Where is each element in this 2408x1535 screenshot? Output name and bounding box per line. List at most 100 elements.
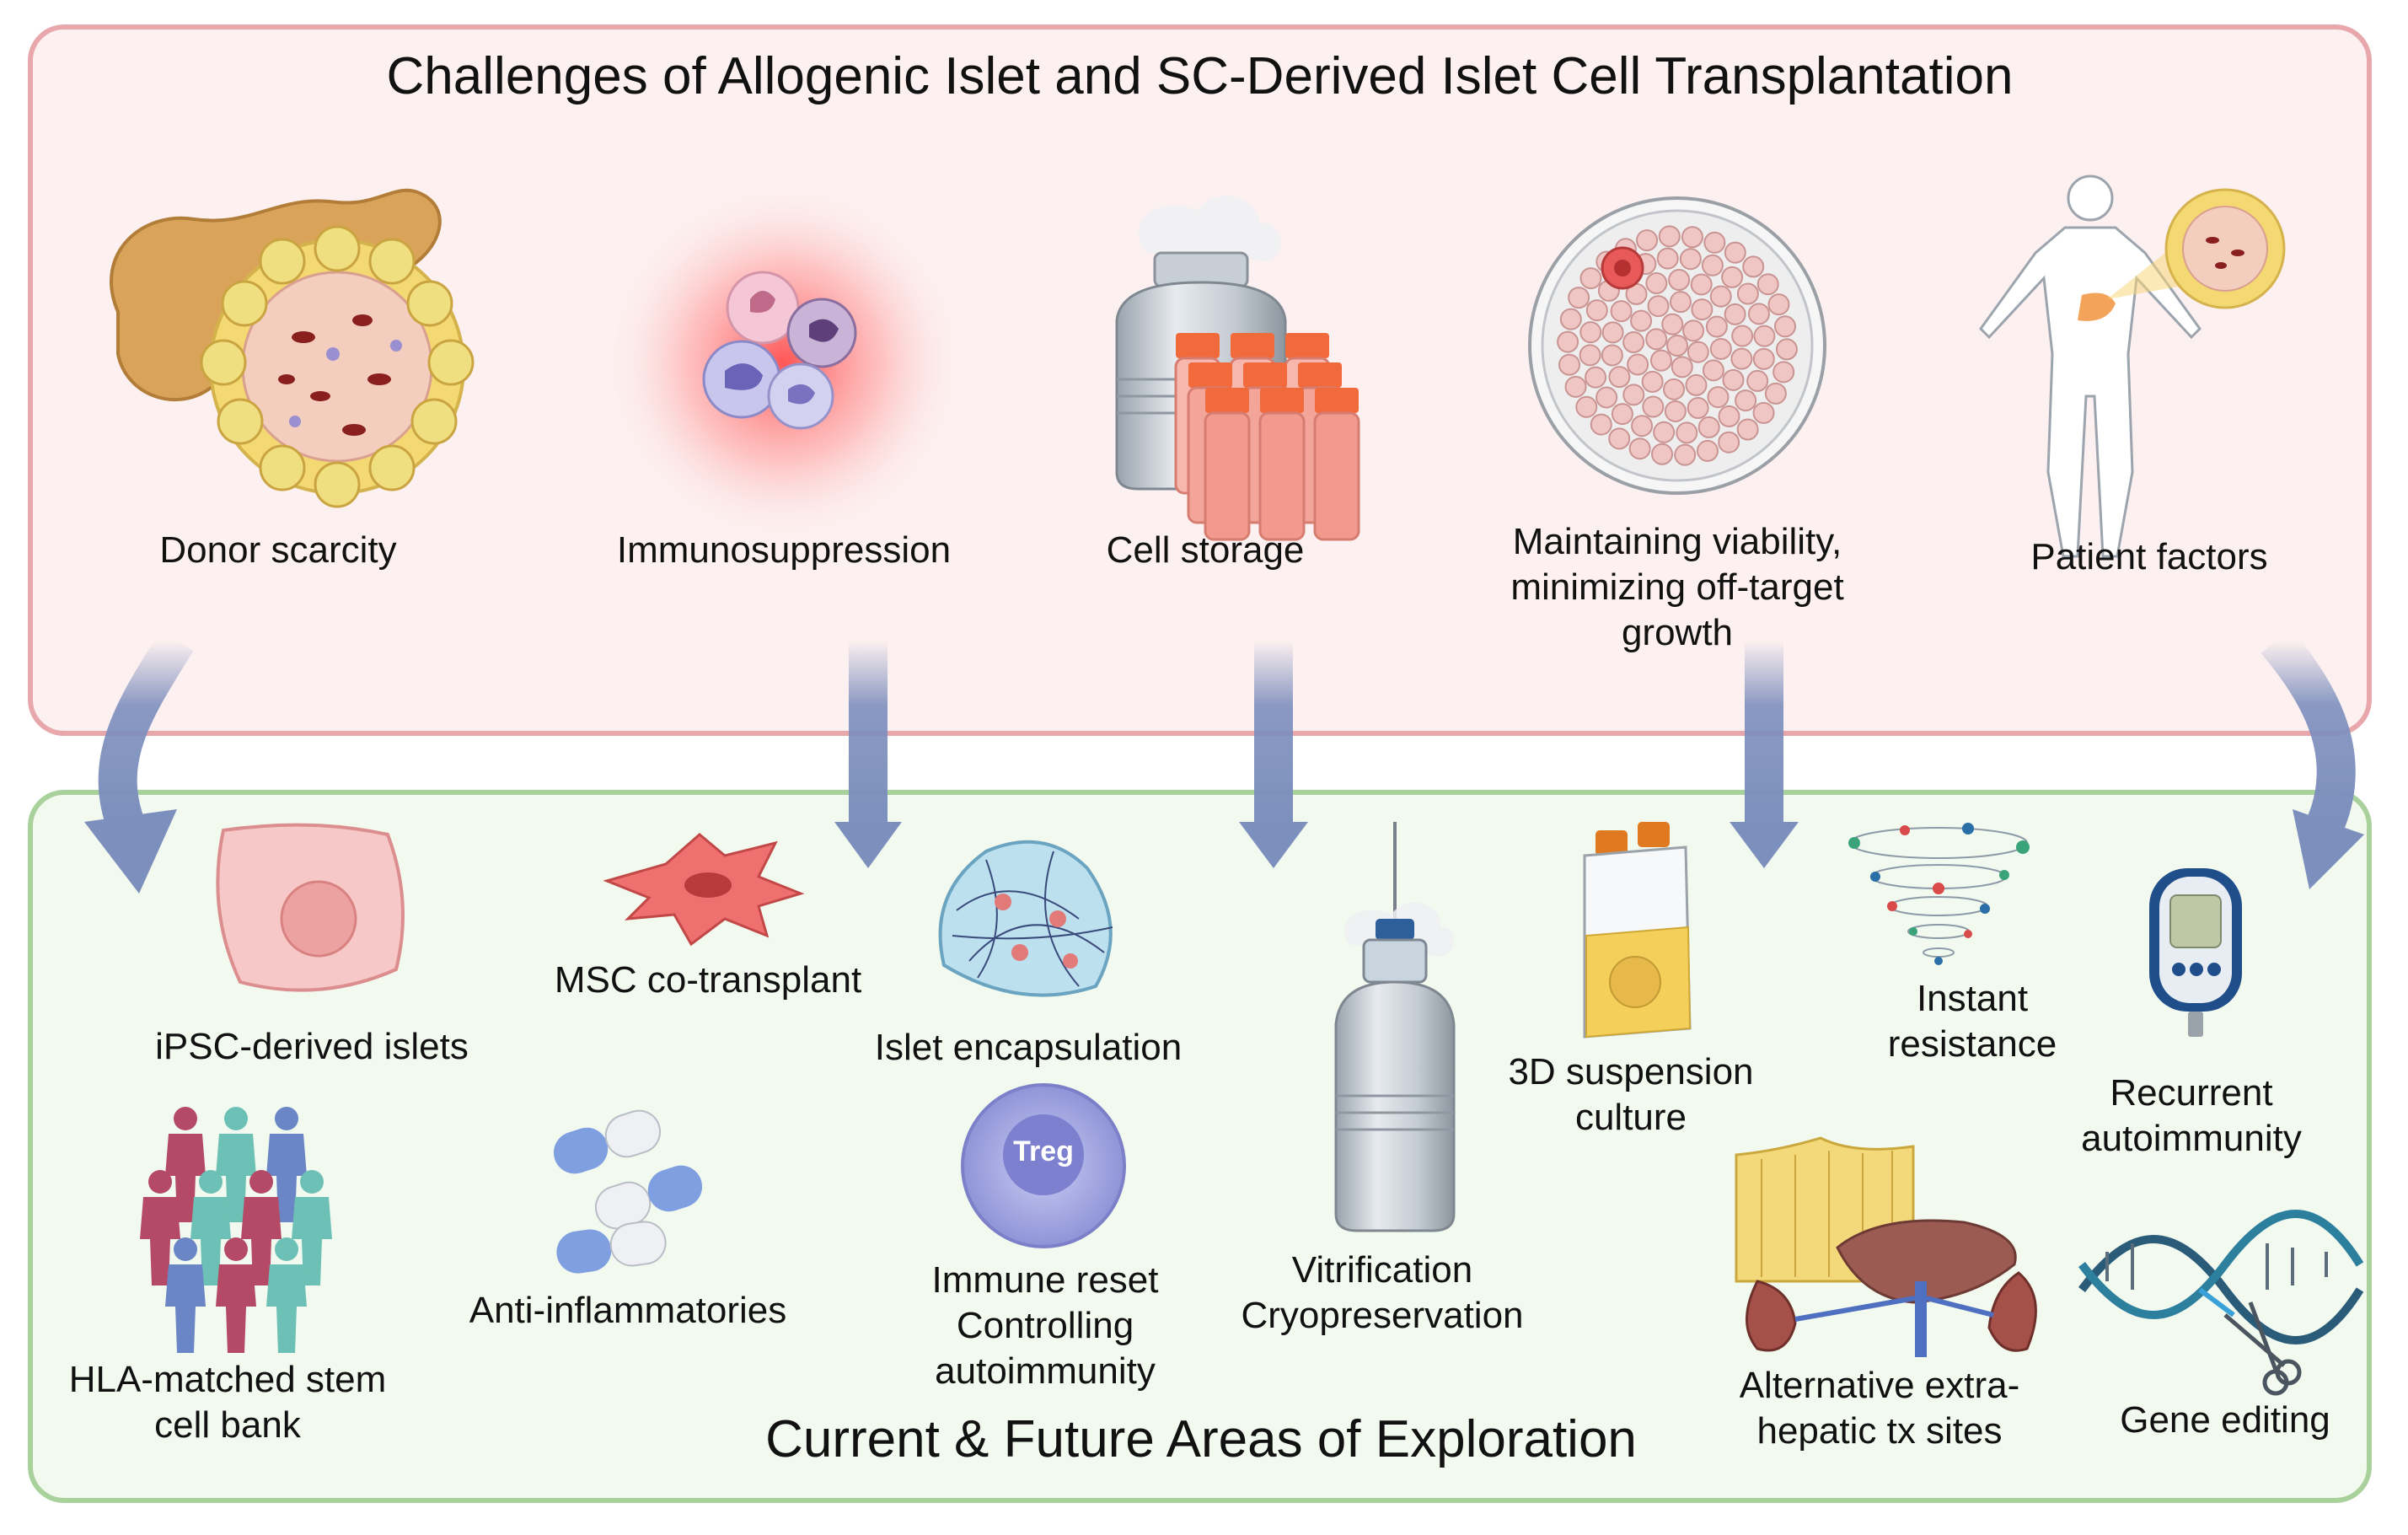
encapsulation-icon xyxy=(938,840,1113,997)
top-panel-title: Challenges of Allogenic Islet and SC-Der… xyxy=(386,47,2014,105)
glucometer-icon xyxy=(2149,868,2242,1037)
petri-dish-icon xyxy=(1528,196,1826,495)
label-vitrification-cryopreservation: Vitrification Cryopreservation xyxy=(1241,1249,1524,1336)
person-body xyxy=(292,1197,332,1285)
cultured-cell xyxy=(1697,416,1720,438)
person-body xyxy=(140,1197,180,1285)
person-head xyxy=(224,1237,248,1261)
label-3d-suspension-culture: 3D suspension culture xyxy=(1508,1051,1754,1138)
cultured-cell xyxy=(1687,396,1709,419)
cultured-cell xyxy=(1630,309,1653,332)
cultured-cell xyxy=(1736,282,1759,305)
cryo-dewar-icon xyxy=(1334,822,1456,1232)
cultured-cell xyxy=(1608,366,1631,389)
cultured-cell xyxy=(1557,330,1579,353)
cultured-cell xyxy=(1718,431,1740,454)
label-gene-editing: Gene editing xyxy=(2120,1399,2330,1441)
cultured-cell xyxy=(1736,418,1759,441)
person-head xyxy=(300,1170,324,1194)
cultured-cell xyxy=(1628,437,1651,460)
label-maintaining-viability: Maintaining viability, minimizing off-ta… xyxy=(1510,521,1844,653)
cultured-cell xyxy=(1647,295,1670,318)
cultured-cell xyxy=(1608,427,1631,450)
label-msc-co-transplant: MSC co-transplant xyxy=(554,959,862,1001)
cultured-cell xyxy=(1709,337,1732,360)
stem-cell-icon xyxy=(216,823,405,992)
cultured-cell xyxy=(1756,273,1779,296)
cultured-cell xyxy=(1674,443,1697,466)
pancreas-islet-icon xyxy=(110,188,475,508)
cultured-cell xyxy=(1753,325,1776,347)
cultured-cell xyxy=(1663,378,1686,400)
cultured-cell xyxy=(1596,386,1618,409)
cultured-cell xyxy=(1668,269,1691,292)
cultured-cell xyxy=(1671,356,1693,378)
cultured-cell xyxy=(1730,347,1753,370)
cultured-cell xyxy=(1564,375,1587,398)
cultured-cell xyxy=(1664,400,1687,422)
label-alternative-tx-sites: Alternative extra- hepatic tx sites xyxy=(1739,1365,2020,1452)
immune-cells-icon xyxy=(607,185,961,539)
cultured-cell xyxy=(1696,439,1719,462)
cultured-cell xyxy=(1585,366,1607,389)
people-group-icon xyxy=(140,1107,332,1353)
cultured-cell xyxy=(1658,225,1681,248)
person-head xyxy=(174,1237,197,1261)
arrow-cell-storage xyxy=(1239,641,1308,868)
person-head xyxy=(224,1107,248,1130)
cultured-cell xyxy=(1752,347,1775,370)
cultured-cell xyxy=(1627,353,1649,376)
person-body xyxy=(216,1134,256,1222)
cryo-tank-tubes-icon xyxy=(1115,196,1360,541)
label-hla-matched-stem-cell-bank: HLA-matched stem cell bank xyxy=(68,1359,387,1446)
person-head xyxy=(174,1107,197,1130)
cultured-cell xyxy=(1722,368,1745,391)
cultured-cell xyxy=(1709,285,1732,308)
cultured-cell xyxy=(1707,386,1730,409)
cultured-cell xyxy=(1601,321,1624,344)
cultured-cell xyxy=(1721,266,1744,288)
label-patient-factors: Patient factors xyxy=(2030,536,2268,577)
cultured-cell xyxy=(1645,272,1668,295)
cultured-cell xyxy=(1645,328,1668,351)
cultured-cell xyxy=(1701,254,1724,276)
cultured-cell xyxy=(1622,331,1645,354)
label-immunosuppression: Immunosuppression xyxy=(616,529,952,571)
cultured-cell xyxy=(1669,291,1692,314)
dna-scissors-icon xyxy=(2078,1210,2364,1396)
label-cell-storage: Cell storage xyxy=(1106,529,1305,571)
cultured-cell xyxy=(1642,395,1665,418)
cultured-cell xyxy=(1690,273,1713,296)
arrow-donor-to-ipsc xyxy=(84,630,194,894)
label-islet-encapsulation: Islet encapsulation xyxy=(874,1027,1183,1068)
bottom-panel-title: Current & Future Areas of Exploration xyxy=(765,1410,1637,1468)
cultured-cell xyxy=(1559,308,1582,330)
cultured-cell xyxy=(1622,384,1645,406)
cultured-cell xyxy=(1682,319,1705,342)
capsules-icon xyxy=(553,1109,703,1274)
person-body xyxy=(266,1134,307,1222)
msc-cell-icon xyxy=(603,833,805,947)
culture-flask-icon xyxy=(1583,822,1692,1039)
cultured-cell xyxy=(1685,373,1708,396)
cultured-cell xyxy=(1735,389,1757,412)
person-body xyxy=(165,1134,206,1222)
cultured-cell xyxy=(1724,303,1746,325)
cultured-cell xyxy=(1742,255,1765,278)
cultured-cell xyxy=(1656,247,1679,270)
person-head xyxy=(148,1170,172,1194)
cultured-cell xyxy=(1702,359,1724,382)
person-body xyxy=(165,1264,206,1353)
cultured-cell xyxy=(1747,303,1770,325)
cultured-cell xyxy=(1767,293,1790,316)
label-donor-scarcity: Donor scarcity xyxy=(159,529,397,571)
person-body xyxy=(241,1197,282,1285)
person-head xyxy=(249,1170,273,1194)
label-anti-inflammatories: Anti-inflammatories xyxy=(469,1290,787,1331)
cultured-cell xyxy=(1611,403,1633,426)
cultured-cell xyxy=(1651,443,1674,465)
cultured-cell xyxy=(1661,313,1684,335)
cultured-cell xyxy=(1631,415,1654,437)
person-head xyxy=(199,1170,223,1194)
